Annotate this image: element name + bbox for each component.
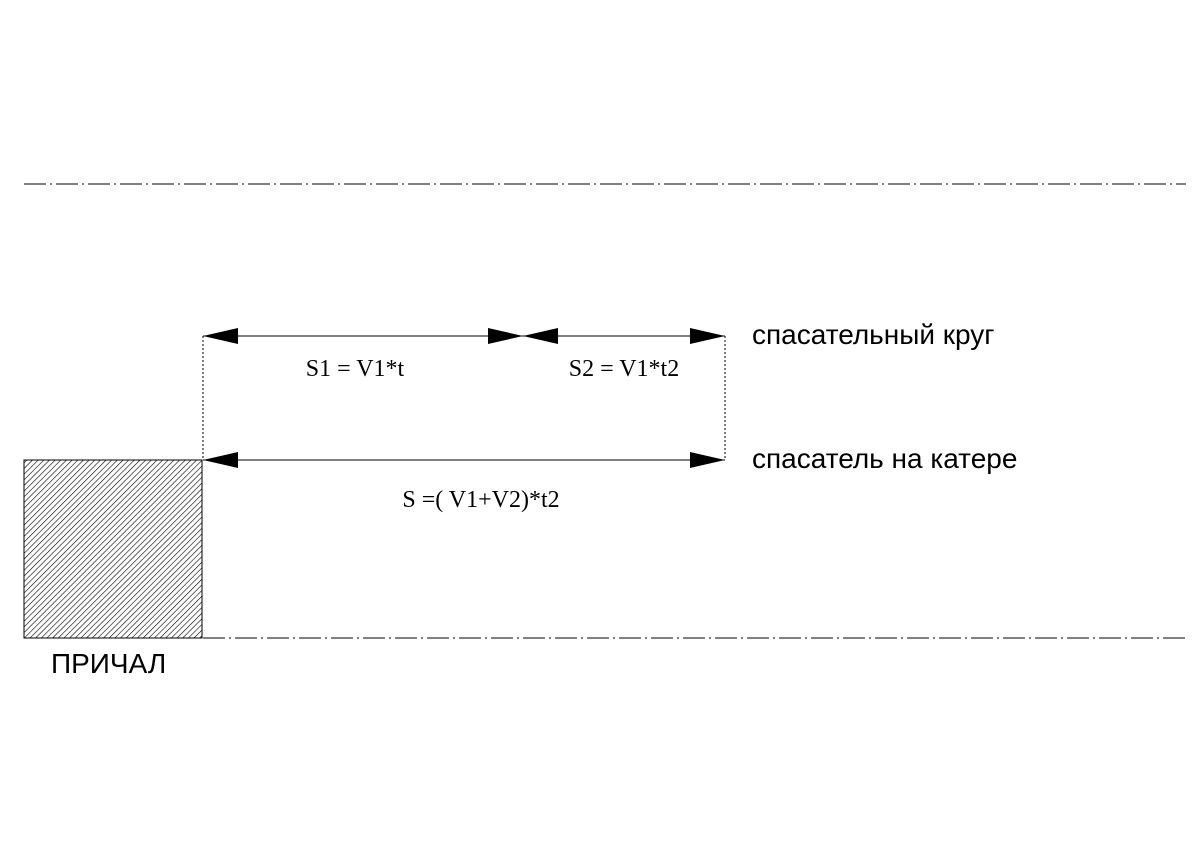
label-lifebuoy: спасательный круг — [752, 319, 995, 350]
label-rescuer: спасатель на катере — [752, 443, 1017, 474]
label-s-total: S =( V1+V2)*t2 — [402, 487, 559, 513]
arrow-s2-left — [523, 328, 558, 344]
arrow-s2-right — [690, 328, 725, 344]
arrow-s-right — [690, 452, 725, 468]
arrow-s1-left — [203, 328, 238, 344]
arrow-s1-right — [488, 328, 523, 344]
label-s2: S2 = V1*t2 — [569, 356, 679, 382]
label-pier: ПРИЧАЛ — [51, 648, 166, 679]
arrow-s-left — [203, 452, 238, 468]
pier-block — [23, 459, 203, 639]
label-s1: S1 = V1*t — [306, 356, 405, 382]
